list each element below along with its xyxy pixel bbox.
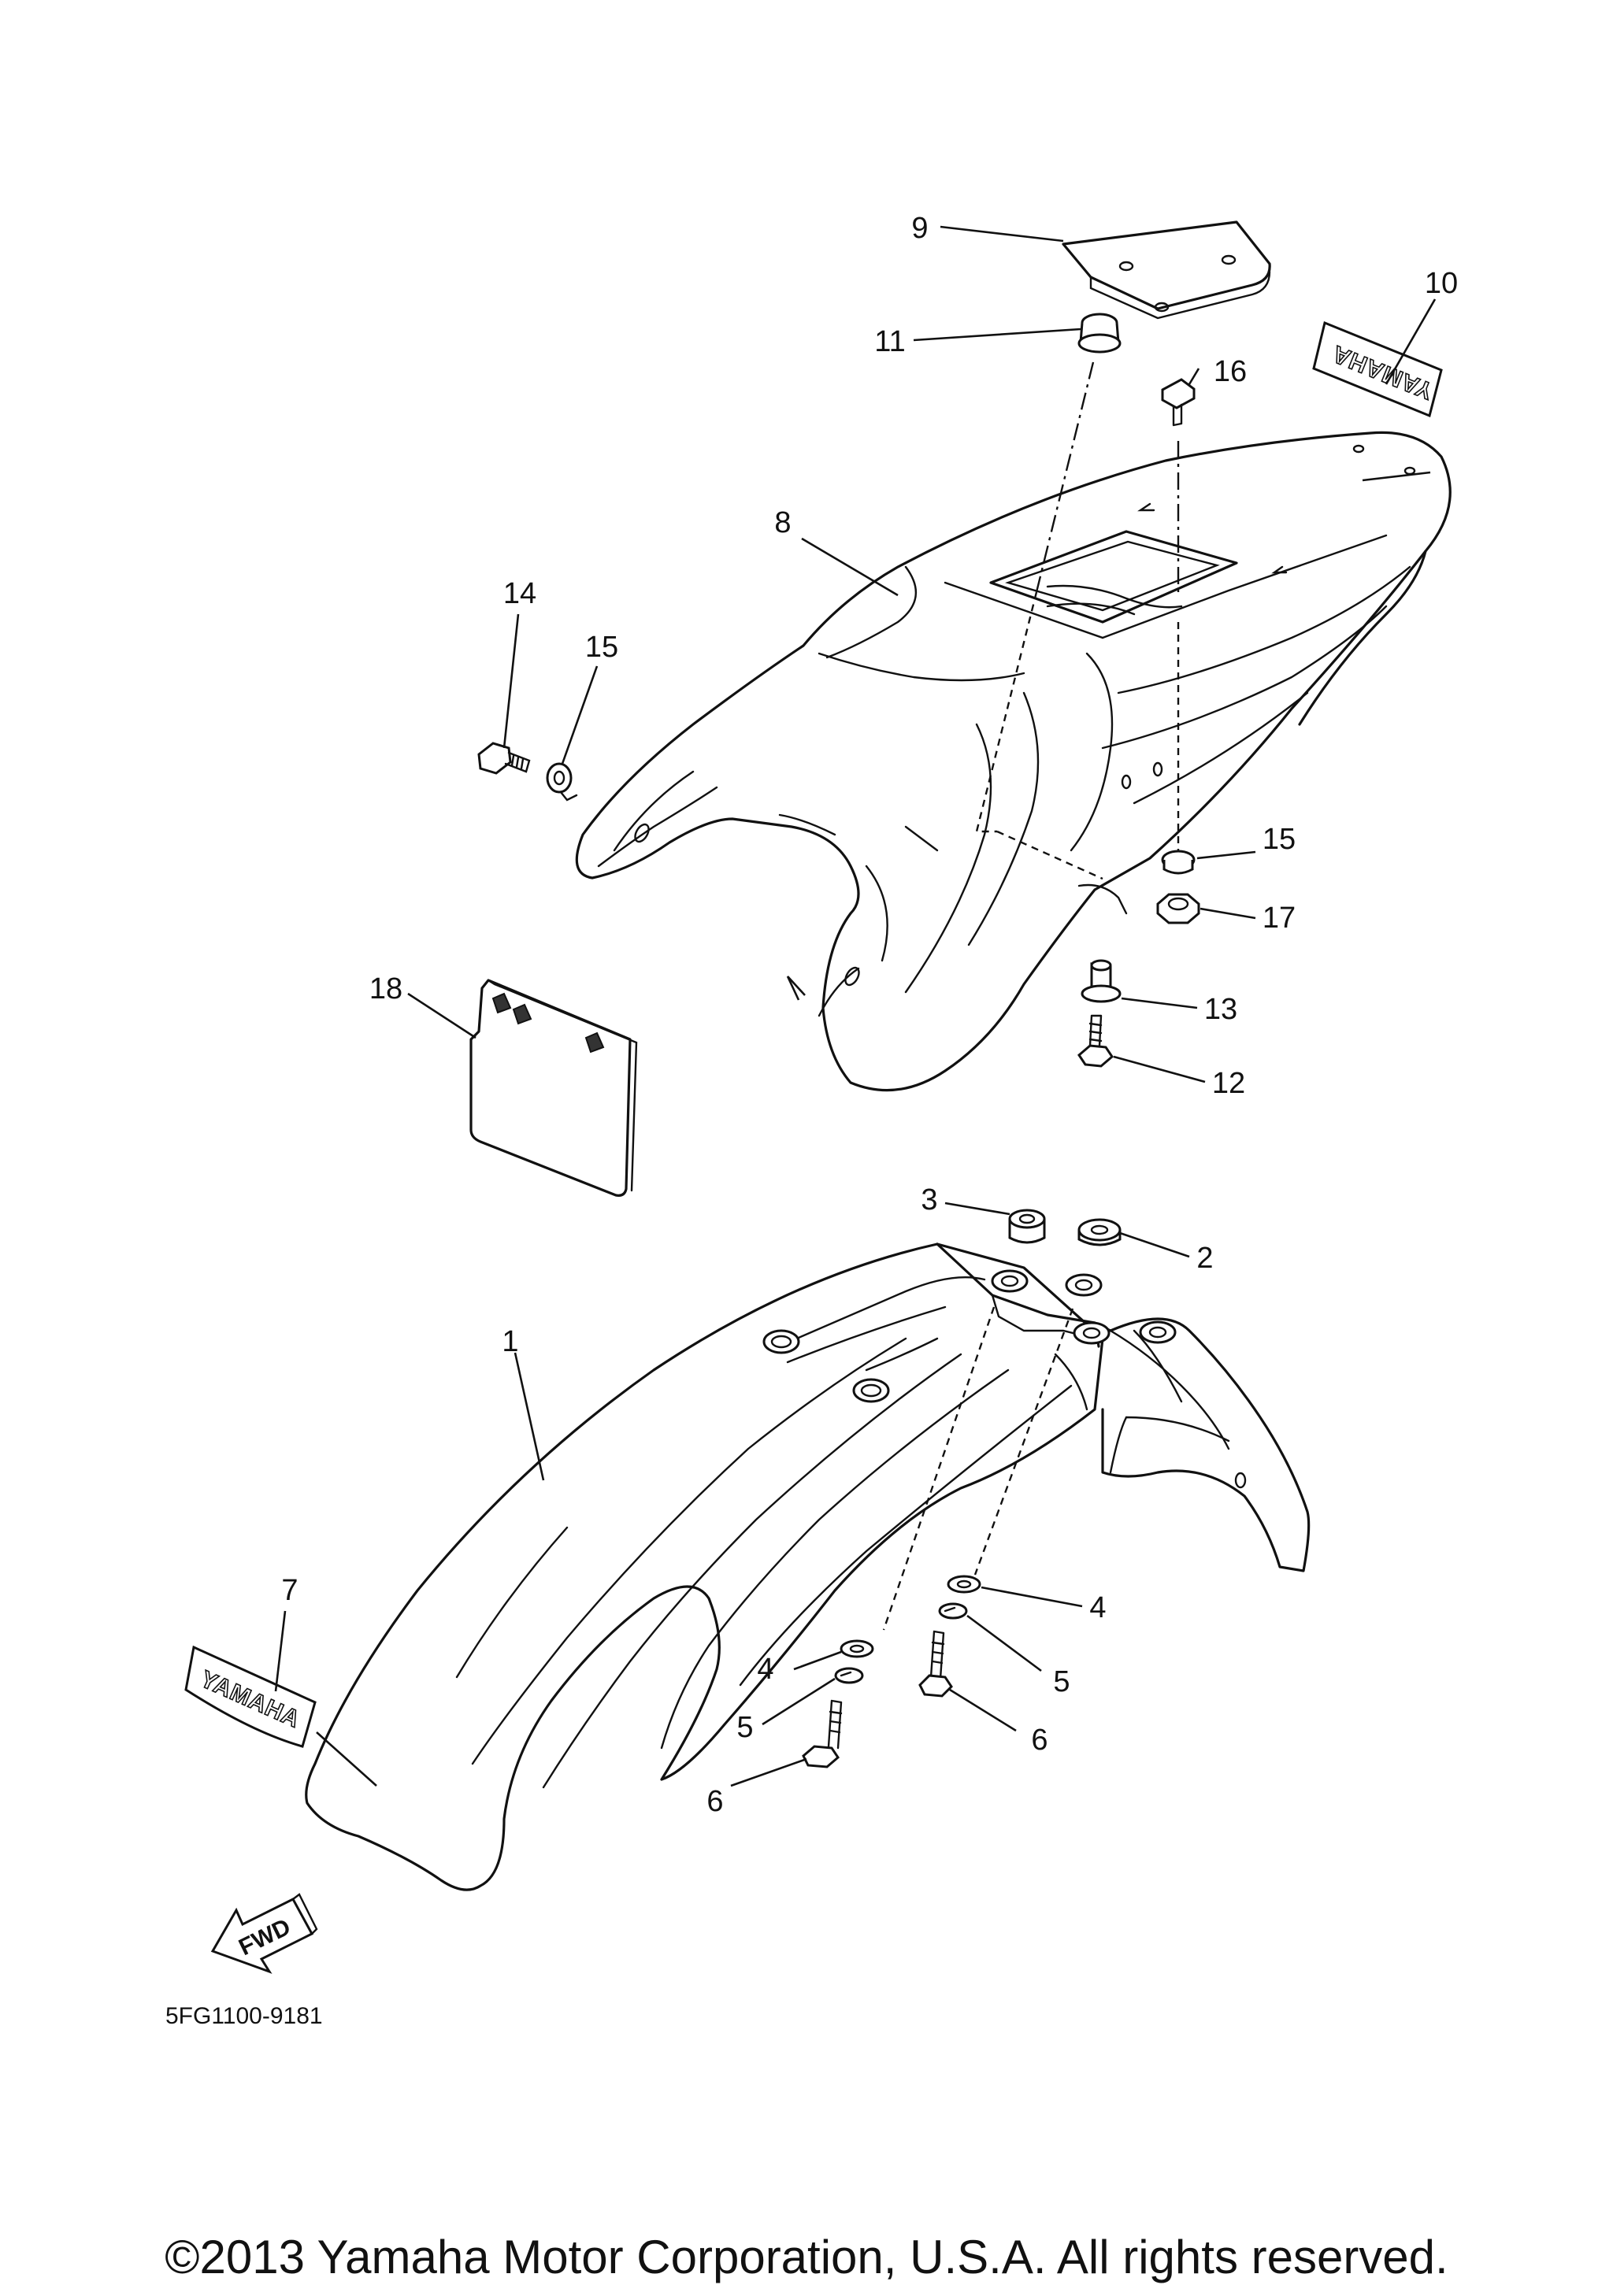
callout-6-left: 6 [706,1785,723,1818]
part-5-lockwasher-left [834,1667,864,1684]
callout-5-right: 5 [1053,1665,1070,1698]
part-4-washer-left [840,1639,874,1658]
callouts: 9 10 11 16 8 14 15 15 17 13 12 18 3 2 1 … [281,212,1458,1818]
part-4-washer-right [947,1575,981,1594]
callout-18: 18 [369,972,402,1005]
part-14-bolt [477,742,531,775]
callout-9: 9 [911,212,928,245]
callout-7: 7 [281,1574,298,1607]
callout-8: 8 [774,506,791,539]
part-10-rear-decal: YAMAHA [1312,320,1443,418]
callout-6-right: 6 [1031,1724,1048,1757]
diagram-code: 5FG1100-9181 [165,2003,323,2029]
part-8-rear-fender [575,431,1452,1092]
part-1-front-fender [305,1242,1311,1891]
callout-11: 11 [874,325,905,358]
callout-4-left: 4 [757,1653,773,1686]
part-2-washer [1077,1218,1122,1246]
part-18-plate [469,979,638,1197]
part-15-collar-left [546,762,578,802]
part-15-collar-right [1161,850,1196,875]
callout-16: 16 [1214,355,1247,388]
part-9-cover-plate [1062,220,1271,320]
part-11-grommet [1077,313,1122,354]
callout-15-right: 15 [1263,823,1296,856]
callout-15-left: 15 [585,631,618,664]
copyright-notice: ©2013 Yamaha Motor Corporation, U.S.A. A… [165,2231,1448,2283]
part-12-bolt [1077,1014,1114,1068]
callout-12: 12 [1212,1067,1245,1100]
callout-13: 13 [1204,993,1237,1026]
callout-17: 17 [1263,902,1296,935]
part-6-bolt-left [802,1699,843,1768]
part-3-spacer [1008,1209,1046,1244]
part-5-lockwasher-right [938,1602,968,1620]
part-16-bolt [1161,378,1196,427]
leader-lines [274,225,1437,1787]
part-17-nut [1156,893,1200,924]
fwd-direction-arrow: FWD [210,1893,318,1974]
callout-14: 14 [503,577,536,610]
callout-3: 3 [921,1183,937,1217]
callout-5-left: 5 [736,1711,753,1744]
part-13-collar [1081,959,1122,1003]
callout-1: 1 [502,1325,518,1358]
part-7-front-decal: YAMAHA [184,1645,317,1748]
callout-2: 2 [1196,1242,1213,1275]
part-6-bolt-right [918,1630,953,1698]
callout-10: 10 [1425,267,1458,300]
assembly-lines [882,361,1180,1631]
callout-4-right: 4 [1089,1591,1106,1624]
